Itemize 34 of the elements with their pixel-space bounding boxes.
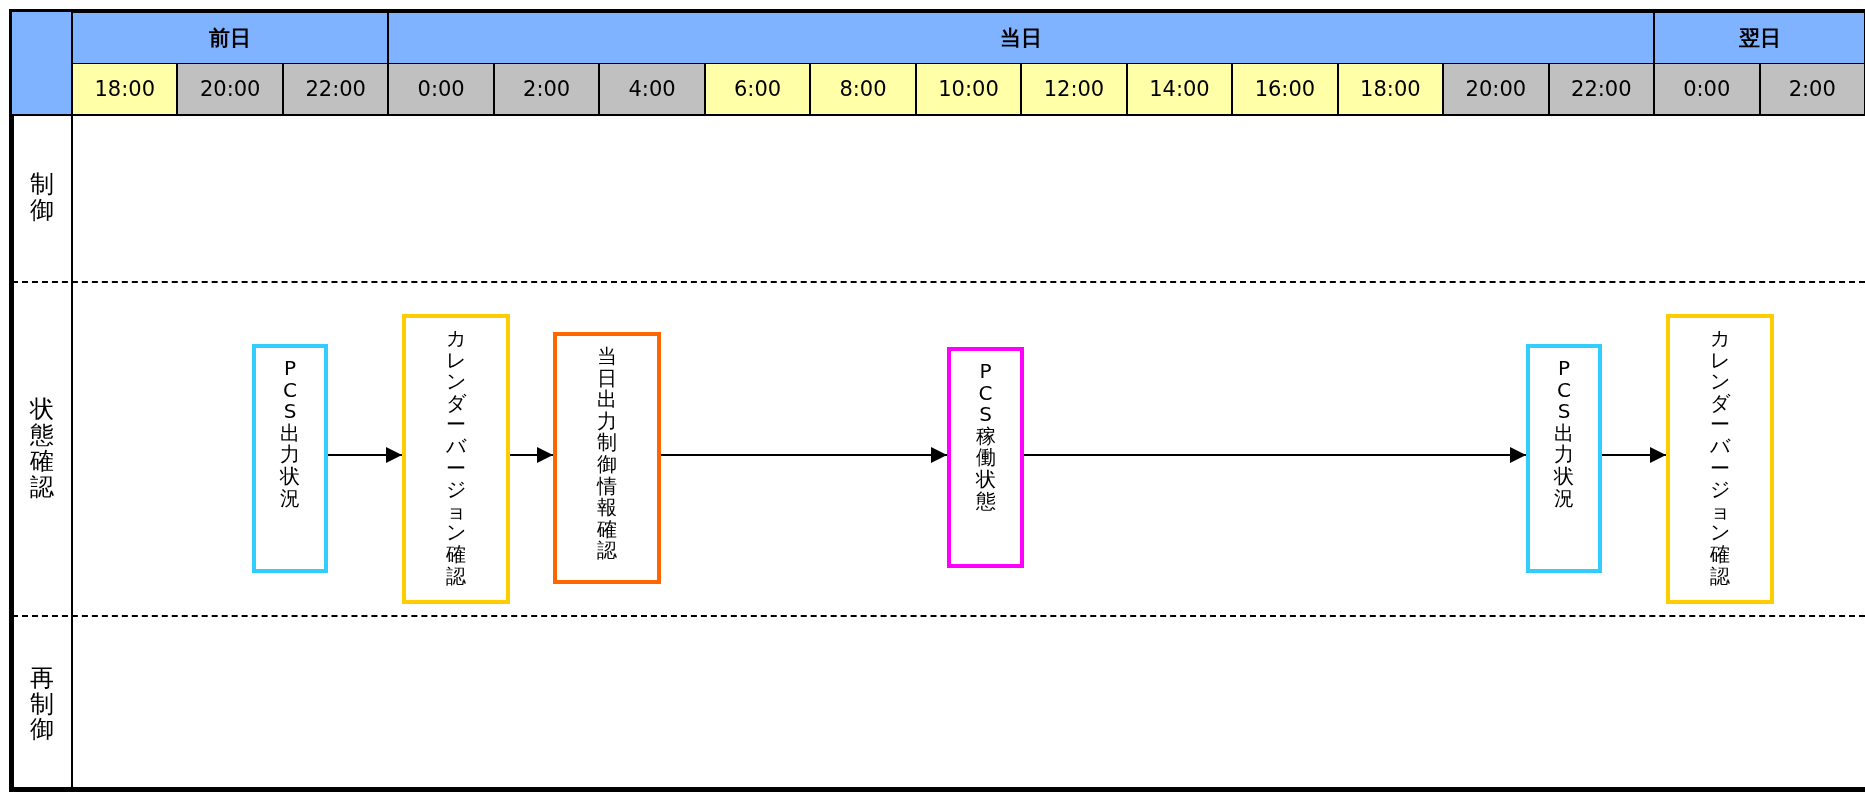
time-header-cell: 20:00	[1443, 63, 1549, 115]
time-header-cell: 2:00	[493, 63, 600, 115]
lane-label: 再制御	[29, 662, 55, 746]
process-box: カレンダーバージョン確認	[1666, 314, 1774, 604]
time-header-cell: 22:00	[1548, 63, 1655, 115]
process-box: PCS出力状況	[252, 344, 328, 573]
time-header-cell: 10:00	[915, 63, 1022, 115]
process-box: PCS出力状況	[1526, 344, 1602, 573]
time-header-cell: 22:00	[282, 63, 389, 115]
time-header-cell: 4:00	[599, 63, 705, 115]
time-header-cell: 8:00	[810, 63, 916, 115]
time-header-cell: 16:00	[1232, 63, 1338, 115]
arrow	[509, 447, 554, 463]
lane-label: 制御	[29, 169, 55, 226]
time-header-cell: 6:00	[704, 63, 811, 115]
day-header-cell: 翌日	[1654, 12, 1865, 64]
process-box: カレンダーバージョン確認	[402, 314, 510, 604]
arrow	[1023, 447, 1527, 463]
process-box: PCS稼働状態	[947, 347, 1024, 568]
time-header-cell: 0:00	[388, 63, 494, 115]
process-box: 当日出力制御情報確認	[553, 332, 661, 584]
lane-label: 状態確認	[29, 394, 55, 503]
time-header-cell: 0:00	[1654, 63, 1760, 115]
day-header-cell: 前日	[72, 12, 389, 64]
time-header-cell: 18:00	[1337, 63, 1444, 115]
time-header-cell: 12:00	[1021, 63, 1127, 115]
time-header-cell: 18:00	[72, 63, 178, 115]
arrow	[660, 447, 948, 463]
day-header-cell: 当日	[388, 12, 1655, 64]
arrow	[1601, 447, 1667, 463]
time-header-cell: 20:00	[177, 63, 283, 115]
arrow	[327, 447, 403, 463]
time-header-cell: 2:00	[1759, 63, 1865, 115]
time-header-cell: 14:00	[1126, 63, 1233, 115]
